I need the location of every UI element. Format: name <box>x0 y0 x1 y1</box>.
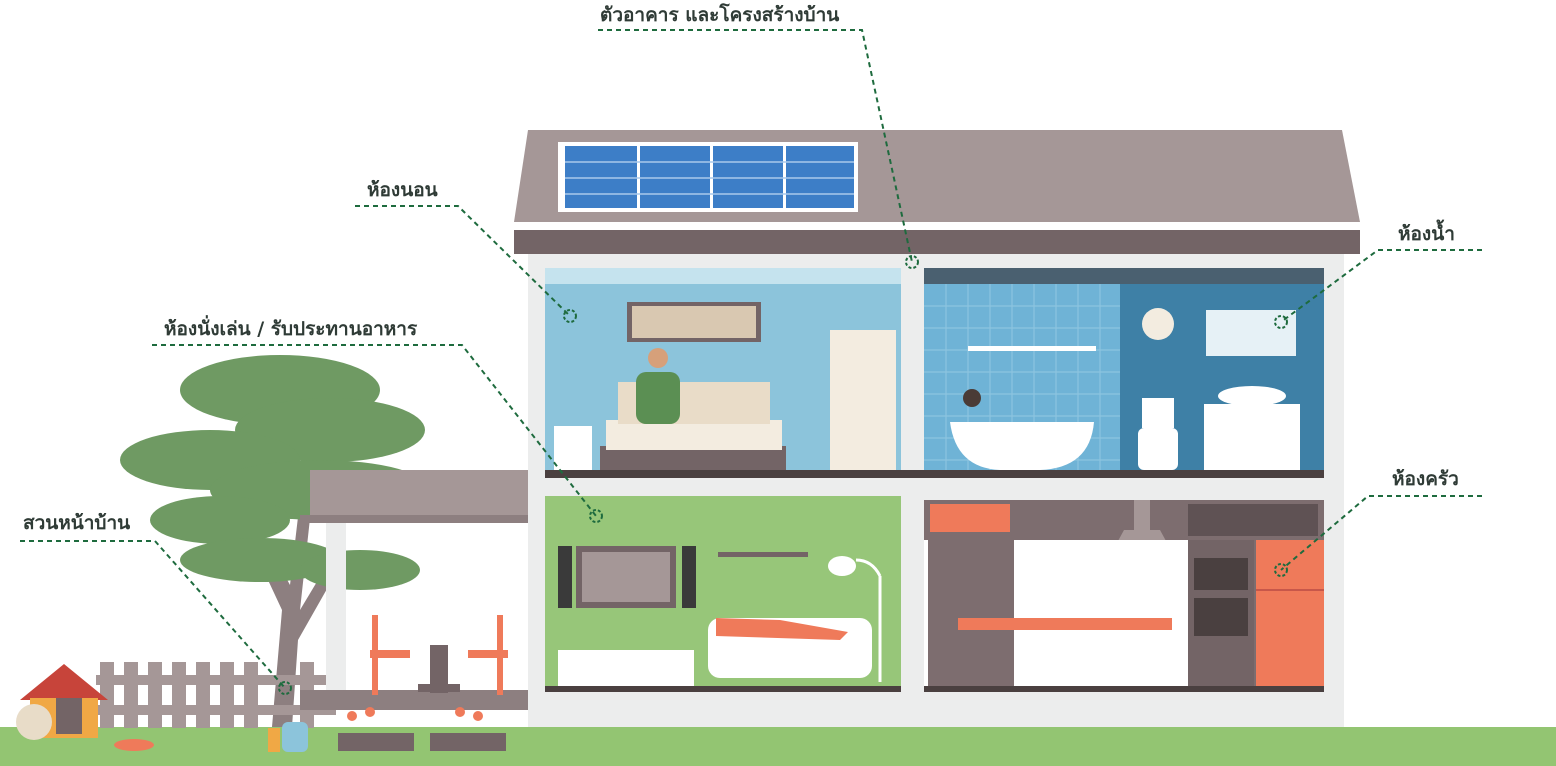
garden-fence <box>96 662 336 728</box>
leader-garden <box>20 540 286 689</box>
garden-tree <box>120 355 430 727</box>
leader-bathroom <box>1280 249 1482 323</box>
label-kitchen: ห้องครัว <box>1392 468 1459 490</box>
leader-living <box>152 344 597 517</box>
leader-endpoints <box>278 255 1288 695</box>
living-room <box>545 496 901 686</box>
bedroom-room <box>545 268 901 470</box>
leader-structure <box>598 29 913 263</box>
label-bedroom: ห้องนอน <box>367 179 438 201</box>
kitchen-room <box>924 500 1324 686</box>
dog-house <box>16 664 154 751</box>
solar-panels <box>558 142 858 212</box>
leader-bedroom <box>355 205 571 317</box>
planters <box>268 707 506 752</box>
house-building <box>514 130 1360 727</box>
patio <box>300 470 530 710</box>
bathroom-room <box>924 268 1324 470</box>
leader-kitchen <box>1280 495 1482 571</box>
label-structure: ตัวอาคาร และโครงสร้างบ้าน <box>600 4 840 26</box>
leader-lines <box>20 29 1482 689</box>
label-garden: สวนหน้าบ้าน <box>23 512 131 534</box>
label-bathroom: ห้องน้ำ <box>1398 223 1455 245</box>
grass-ground <box>0 727 1556 766</box>
label-living-dining: ห้องนั่งเล่น / รับประทานอาหาร <box>164 318 418 340</box>
